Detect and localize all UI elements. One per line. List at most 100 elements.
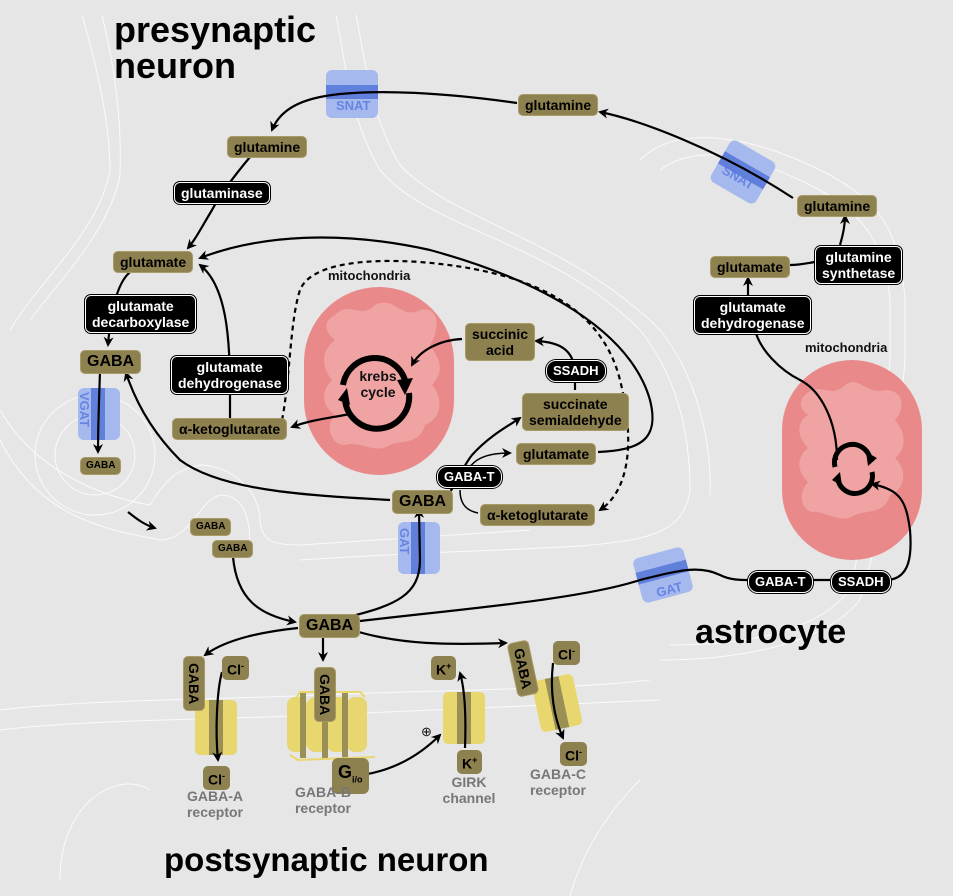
arrow-girk-potassium	[457, 671, 468, 749]
glutamate-dehydrogenase-astro: glutamate dehydrogenase	[694, 296, 812, 334]
glutamate-astro: glutamate	[710, 256, 791, 278]
gaba-a-receptor-label: GABA-A receptor	[186, 788, 244, 820]
glutamine-presyn: glutamine	[227, 136, 308, 158]
gaba-a-ligand: GABA	[183, 656, 205, 712]
presynaptic-membrane-outer-left	[9, 14, 111, 331]
arrow-vgat	[93, 371, 104, 454]
presynaptic-title-line1: presynaptic	[114, 9, 317, 50]
astrocyte-mitochondrion	[782, 360, 922, 560]
arrow-akg-to-gaba-t	[459, 489, 479, 514]
pathway-arrows	[93, 91, 912, 777]
synaptic-cleft-lower	[0, 439, 251, 546]
krebs-cycle-arrows	[340, 355, 413, 432]
glutamine-synthetase-enzyme: glutamine synthetase	[815, 246, 903, 284]
krebs-arrowhead-2	[338, 388, 350, 405]
arrow-ssadh-to-astro-cycle	[870, 480, 912, 582]
presynaptic-membrane-inner-left	[29, 14, 121, 321]
gad-line1: glutamate	[107, 298, 174, 314]
krebs-arc-top	[340, 355, 408, 386]
girk-potassium-top: K+	[431, 656, 457, 680]
arrow-gaba-a-chloride	[212, 671, 224, 762]
astrocyte-title: astrocyte	[695, 613, 847, 651]
arrow-gat-uptake	[351, 508, 425, 618]
ssa-line2: semialdehyde	[529, 412, 622, 428]
glutaminase-enzyme: glutaminase	[174, 182, 270, 204]
krebs-arrowhead-1	[397, 378, 413, 395]
gdh-presyn-line2: dehydrogenase	[178, 375, 282, 391]
ssadh-presyn: SSADH	[546, 360, 606, 382]
gaba-c-receptor-label: GABA-C receptor	[529, 766, 587, 798]
arrow-glutamate-return	[198, 236, 654, 454]
glutamate-dehydrogenase-presyn: glutamate dehydrogenase	[171, 356, 289, 394]
arrow-succinic-to-krebs	[411, 337, 463, 367]
astrocyte-membrane-outer	[639, 137, 906, 661]
presynaptic-mitochondrion	[304, 287, 454, 475]
gaba-cleft-2: GABA	[212, 540, 254, 558]
succinic-acid: succinic acid	[465, 323, 536, 361]
gaba-t-astro: GABA-T	[748, 571, 813, 593]
arrow-vesicle-release	[127, 511, 157, 531]
ssadh-astro: SSADH	[831, 571, 891, 593]
postsynaptic-membrane-right	[569, 779, 641, 896]
gaba-cleft-center: GABA	[299, 614, 361, 638]
alpha-ketoglutarate-right: α-ketoglutarate	[480, 504, 596, 526]
arrow-akg-to-glutamate	[198, 263, 232, 419]
arrow-astro-glutamine-to-glutamine	[598, 108, 794, 199]
positive-modulation-icon: ⊕	[421, 724, 432, 739]
krebs-line2: cycle	[360, 384, 396, 400]
arrow-glutamine-to-presyn-glutamine	[270, 91, 518, 132]
ssa-line1: succinate	[543, 396, 608, 412]
mitochondria-label-presyn: mitochondria	[328, 268, 411, 283]
gaba-vesicle: GABA	[80, 457, 122, 475]
presynaptic-membrane-outer-right	[299, 14, 691, 561]
krebs-cycle-label: krebs cycle	[352, 368, 404, 400]
krebs-arc-bottom	[342, 392, 413, 432]
arrow-krebs-to-akg	[290, 412, 351, 429]
arrow-gaba-t-to-ssa	[443, 416, 522, 499]
glutamine-astro: glutamine	[797, 195, 878, 217]
arrow-gio-to-girk	[361, 733, 442, 777]
arrow-to-gaba-c	[351, 628, 508, 649]
presynaptic-neuron-title: presynaptic neuron	[114, 12, 316, 84]
alpha-ketoglutarate-left: α-ketoglutarate	[172, 418, 288, 440]
mitochondria-label-astro: mitochondria	[805, 340, 888, 355]
snat-label-presynaptic: SNAT	[336, 98, 371, 113]
astro-cycle-arrowhead-1	[866, 452, 877, 466]
g-protein-gio: Gi/o	[332, 758, 369, 794]
gaba-t-presyn: GABA-T	[437, 466, 502, 488]
membrane-outlines	[0, 14, 906, 896]
gaba-c-receptor-shape	[531, 674, 583, 732]
postsynaptic-membrane-left	[59, 783, 151, 881]
gdh-presyn-line1: glutamate	[196, 359, 263, 375]
line-glutamate-to-gs	[789, 260, 816, 267]
gaba-a-chloride-in: Cl-	[222, 656, 249, 680]
presynaptic-title-line2: neuron	[114, 45, 236, 86]
gat-label-presynaptic: GAT	[397, 528, 412, 555]
arrow-center-to-astrocyte	[351, 568, 749, 624]
arrow-glutaminase	[186, 156, 251, 250]
gaba-a-chloride-out: Cl-	[203, 766, 230, 790]
gaba-presyn: GABA	[80, 350, 142, 374]
gaba-b-ligand: GABA	[314, 667, 336, 723]
gaba-c-chloride-in: Cl-	[553, 641, 580, 665]
glutamate-presyn: glutamate	[113, 251, 194, 273]
girk-potassium-bottom: K+	[457, 750, 483, 774]
gad-line2: decarboxylase	[92, 314, 190, 330]
gaba-c-chloride-out: Cl-	[560, 742, 587, 766]
vgat-label: VGAT	[77, 392, 92, 428]
gs-line1: glutamine	[825, 249, 892, 265]
glutamate-decarboxylase-enzyme: glutamate decarboxylase	[85, 295, 197, 333]
gs-line2: synthetase	[822, 265, 896, 281]
gaba-cleft-1: GABA	[190, 518, 232, 536]
arrow-to-gaba-a	[203, 626, 299, 657]
succinate-semialdehyde: succinate semialdehyde	[522, 393, 629, 431]
gdh-astro-line2: dehydrogenase	[701, 315, 805, 331]
astro-cycle-arrowhead-2	[832, 472, 842, 486]
succinic-line1: succinic	[472, 326, 529, 342]
postsynaptic-neuron-title: postsynaptic neuron	[164, 841, 489, 878]
girk-channel-shape	[443, 692, 485, 744]
astrocyte-cycle-arrows	[831, 441, 875, 496]
krebs-line1: krebs	[359, 368, 397, 384]
